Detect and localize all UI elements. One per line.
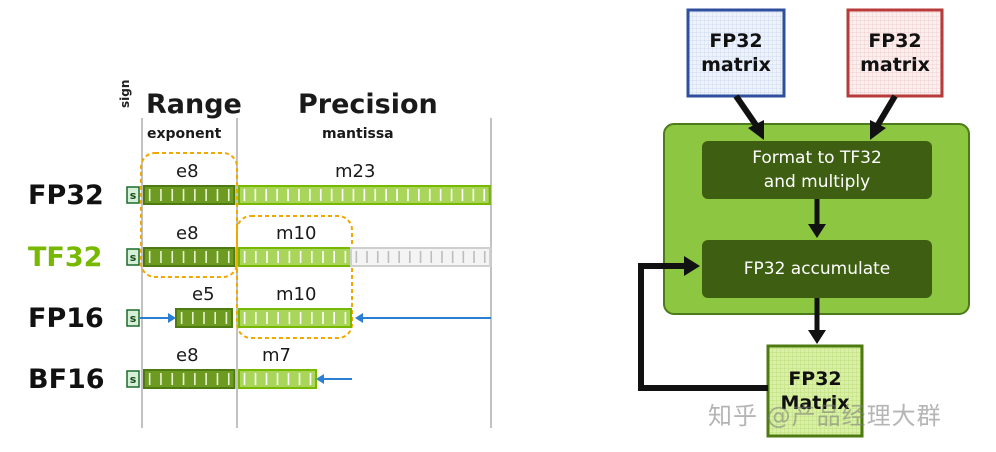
format-label-fp32: FP32	[28, 180, 104, 211]
sign-bit-bf16: s	[126, 370, 140, 388]
fp16-exponent-bits	[175, 308, 233, 328]
arrow-accumulate-to-output	[808, 298, 826, 344]
arrow-a-to-multiply	[733, 94, 764, 140]
range-subtitle: exponent	[147, 126, 222, 142]
bit-field-outline	[143, 185, 236, 205]
output-matrix-box	[766, 344, 864, 438]
fp16-mantissa-arrow	[355, 313, 491, 323]
bf16-exponent-bits	[143, 369, 236, 389]
input-matrix-b-label: FP32 matrix	[860, 30, 930, 76]
tf32-exponent-label: e8	[176, 223, 199, 244]
tf32-mantissa-label: m10	[276, 223, 317, 244]
sign-bit-tf32: s	[126, 248, 140, 266]
fp32-exponent-bits	[143, 185, 236, 205]
tf32-mantissa-bits	[238, 247, 352, 267]
svg-text:s: s	[130, 373, 137, 386]
fp32-mantissa-label: m23	[335, 161, 376, 182]
multiply-block	[702, 141, 932, 199]
bf16-mantissa-arrow	[316, 374, 352, 384]
accumulate-block	[702, 240, 932, 298]
sign-bit-fp32: s	[126, 186, 140, 204]
input-matrix-a-label: FP32 matrix	[701, 30, 771, 76]
bit-field-outline	[143, 369, 236, 389]
svg-text:s: s	[130, 189, 137, 202]
arrow-b-to-multiply	[870, 94, 898, 140]
multiply-step-label: Format to TF32 and multiply	[752, 148, 882, 192]
fp16-mantissa-label: m10	[276, 284, 317, 305]
feedback-loop-arrow	[638, 256, 768, 391]
exponent-highlight	[140, 152, 238, 278]
fp16-mantissa-bits	[238, 308, 352, 328]
fp32-mantissa-bits	[238, 185, 491, 205]
accumulate-step-label: FP32 accumulate	[743, 259, 891, 279]
watermark-text: 知乎 @产品经理大群	[708, 402, 942, 430]
format-label-tf32: TF32	[28, 242, 103, 273]
format-label-bf16: BF16	[28, 364, 105, 395]
precision-title: Precision	[298, 89, 438, 120]
bf16-exponent-label: e8	[176, 345, 199, 366]
tf32-exponent-bits	[143, 247, 236, 267]
output-matrix-label: FP32 Matrix	[780, 368, 850, 414]
arrow-multiply-to-accumulate	[808, 199, 826, 238]
mantissa-highlight	[236, 215, 353, 339]
svg-text:s: s	[130, 251, 137, 264]
bf16-mantissa-label: m7	[262, 345, 291, 366]
format-label-fp16: FP16	[28, 303, 104, 334]
svg-text:s: s	[130, 312, 137, 325]
tf32-unused-bits	[350, 247, 492, 267]
fp16-exponent-label: e5	[192, 284, 215, 305]
bit-field-outline	[143, 247, 236, 267]
sign-bit-fp16: s	[126, 309, 140, 327]
fp16-exponent-arrow	[140, 313, 176, 323]
precision-subtitle: mantissa	[322, 126, 394, 142]
fp32-exponent-label: e8	[176, 161, 199, 182]
range-title: Range	[146, 89, 242, 120]
